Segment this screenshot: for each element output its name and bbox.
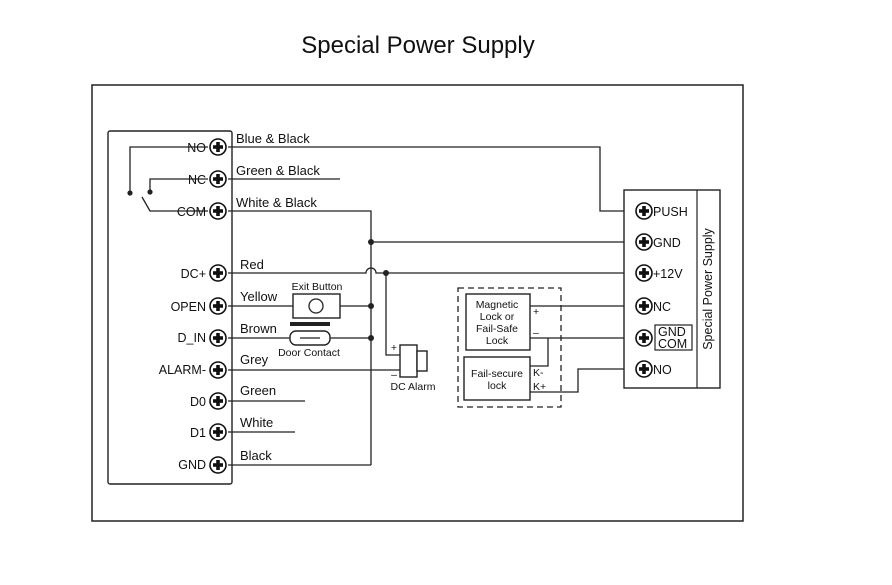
- controller-terminal-screw-icon: [209, 392, 227, 410]
- failsecure-kminus-label: K-: [533, 367, 544, 379]
- controller-terminal-screw-icon: [209, 202, 227, 220]
- terminal-label-no: NO: [187, 141, 206, 155]
- controller-terminal-screw-icon: [209, 138, 227, 156]
- controller-body: [107, 130, 233, 485]
- wire-label-white-black: White & Black: [236, 195, 317, 210]
- wire-lock-kminus: [530, 338, 549, 367]
- controller-terminal-screw-icon: [209, 361, 227, 379]
- door-contact-device: Door Contact: [278, 322, 340, 359]
- controller-terminal-screw-icon: [209, 456, 227, 474]
- exit-button-label: Exit Button: [292, 281, 343, 293]
- dc-alarm-device: + – DC Alarm: [391, 342, 436, 393]
- wire-red: [228, 267, 635, 274]
- controller-terminal-screw-icon: [209, 264, 227, 282]
- psu-label-com: COM: [658, 337, 687, 351]
- wire-label-red: Red: [240, 257, 264, 272]
- psu-label-push: PUSH: [653, 205, 688, 219]
- wire-label-black: Black: [240, 448, 272, 463]
- power-supply-device: Special Power Supply PUSH GND +12V NC GN…: [623, 189, 721, 389]
- wire-label-blue-black: Blue & Black: [236, 131, 310, 146]
- wire-label-brown: Brown: [240, 321, 277, 336]
- maglock-line2: Lock or: [480, 311, 515, 323]
- maglock-minus-label: –: [533, 327, 539, 339]
- psu-terminal-screw-icon: [635, 297, 653, 315]
- controller-terminal-screw-icon: [209, 297, 227, 315]
- maglock-line4: Lock: [486, 335, 509, 347]
- psu-terminal-screw-icon: [635, 360, 653, 378]
- diagram-frame: [91, 84, 744, 522]
- terminal-label-d1: D1: [190, 426, 206, 440]
- failsecure-line2: lock: [488, 380, 507, 392]
- fail-secure-lock-device: Fail-secure lock K- K+: [463, 356, 546, 401]
- controller-terminal-labels: NO NC COM DC+ OPEN D_IN ALARM- D0 D1 GND: [159, 141, 207, 472]
- wire-labels: Blue & Black Green & Black White & Black…: [236, 131, 320, 463]
- terminal-label-alarm: ALARM-: [159, 363, 206, 377]
- wire-label-green-black: Green & Black: [236, 163, 320, 178]
- psu-terminal-screw-icon: [635, 329, 653, 347]
- page-title: Special Power Supply: [301, 32, 535, 59]
- terminal-label-d0: D0: [190, 395, 206, 409]
- relay-contacts: [127, 146, 208, 212]
- failsecure-kplus-label: K+: [533, 381, 546, 393]
- terminal-label-gnd: GND: [178, 458, 206, 472]
- controller-terminal-screw-icon: [209, 423, 227, 441]
- wire-label-grey: Grey: [240, 352, 269, 367]
- wire-white-black: [228, 210, 372, 465]
- controller-terminal-screw-icon: [209, 170, 227, 188]
- controller-terminal-screw-icon: [209, 329, 227, 347]
- alarm-minus-label: –: [391, 369, 397, 381]
- maglock-line1: Magnetic: [476, 299, 519, 311]
- wire-alarm-plus: [385, 273, 400, 356]
- terminal-label-com: COM: [177, 205, 206, 219]
- wire-blue-black: [228, 146, 635, 212]
- dc-alarm-label: DC Alarm: [391, 381, 436, 393]
- psu-label-nc: NC: [653, 300, 671, 314]
- door-contact-label: Door Contact: [278, 347, 340, 359]
- alarm-plus-label: +: [391, 342, 397, 354]
- wires: [228, 146, 635, 466]
- wire-label-green: Green: [240, 383, 276, 398]
- psu-label-gnd: GND: [653, 236, 681, 250]
- lock-options-group: [457, 287, 562, 408]
- psu-terminal-screw-icon: [635, 264, 653, 282]
- psu-terminal-screw-icon: [635, 202, 653, 220]
- psu-label-12v: +12V: [653, 267, 683, 281]
- maglock-line3: Fail-Safe: [476, 323, 518, 335]
- terminal-label-open: OPEN: [171, 300, 206, 314]
- failsecure-line1: Fail-secure: [471, 368, 523, 380]
- terminal-label-nc: NC: [188, 173, 206, 187]
- wire-lock-kplus: [530, 368, 635, 393]
- terminal-label-d-in: D_IN: [178, 331, 206, 345]
- magnetic-lock-device: Magnetic Lock or Fail-Safe Lock + –: [465, 293, 539, 351]
- terminal-label-dc-plus: DC+: [181, 267, 206, 281]
- maglock-plus-label: +: [533, 306, 539, 318]
- wire-label-white: White: [240, 415, 273, 430]
- exit-button-device: Exit Button: [292, 281, 343, 319]
- psu-terminal-screw-icon: [635, 233, 653, 251]
- wire-label-yellow: Yellow: [240, 289, 278, 304]
- psu-label-gnd2: GND: [658, 325, 686, 339]
- power-supply-label: Special Power Supply: [701, 227, 715, 349]
- screw-terminals: [209, 138, 653, 474]
- psu-label-no: NO: [653, 363, 672, 377]
